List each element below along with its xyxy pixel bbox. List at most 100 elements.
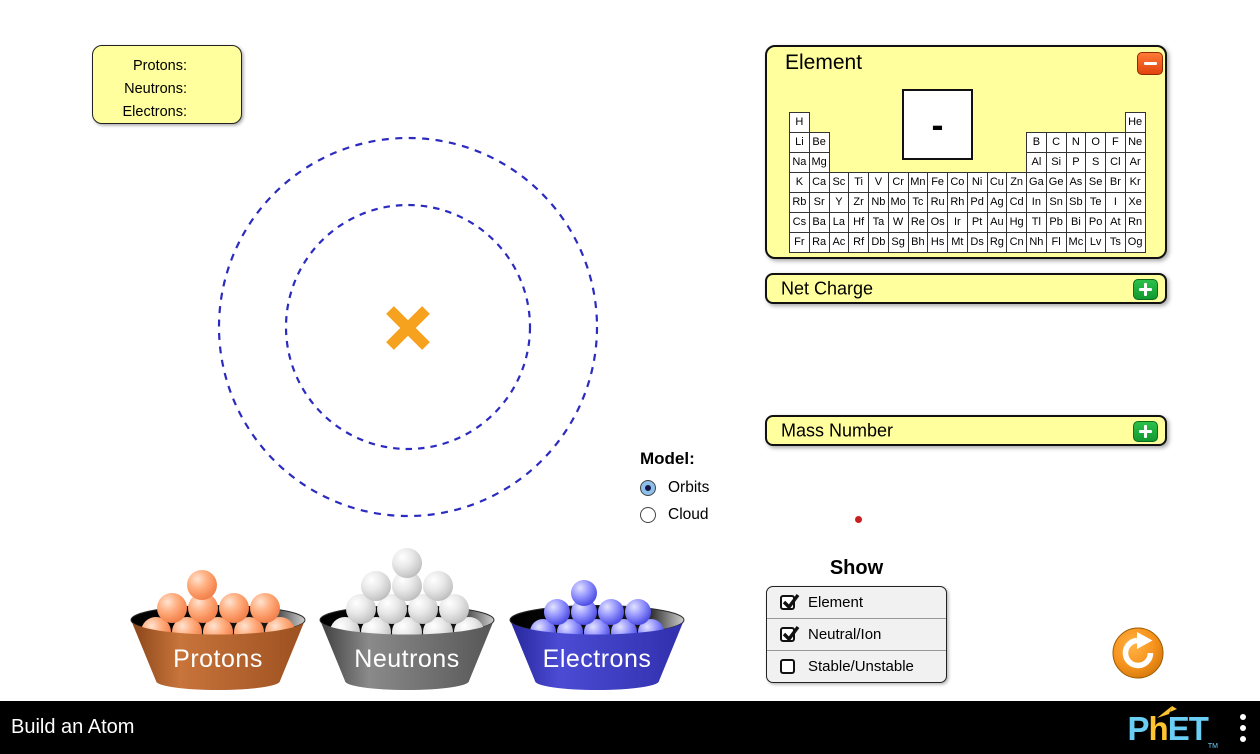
nucleus-x-marker	[386, 306, 430, 350]
element-cell-N: N	[1065, 132, 1087, 153]
element-cell-Co: Co	[947, 172, 968, 193]
net-charge-title: Net Charge	[781, 278, 874, 298]
element-cell-S: S	[1085, 152, 1106, 173]
checkbox-icon	[780, 593, 800, 610]
element-cell-Sn: Sn	[1045, 192, 1067, 213]
element-cell-Ag: Ag	[986, 192, 1008, 213]
show-option-neutral-ion[interactable]: Neutral/Ion	[767, 619, 946, 651]
element-cell-W: W	[887, 212, 909, 233]
red-dot-marker	[855, 516, 862, 523]
element-cell-Ni: Ni	[966, 172, 988, 193]
element-cell-Li: Li	[789, 132, 810, 153]
element-cell-Mc: Mc	[1065, 232, 1087, 253]
check-icon	[782, 625, 800, 642]
cloud-radio-label: Cloud	[668, 506, 709, 523]
element-cell-Cl: Cl	[1105, 152, 1126, 173]
element-cell-Na: Na	[789, 152, 810, 173]
element-cell-Hf: Hf	[848, 212, 869, 233]
proton-particle[interactable]	[187, 570, 217, 600]
element-cell-La: La	[828, 212, 850, 233]
show-options-panel: Element Neutral/Ion Stable/Unstable	[766, 586, 947, 683]
element-cell-Ts: Ts	[1105, 232, 1126, 253]
element-cell-Ge: Ge	[1045, 172, 1067, 193]
element-cell-Ac: Ac	[828, 232, 850, 253]
radio-button-icon	[640, 480, 656, 496]
element-cell-Nh: Nh	[1026, 232, 1047, 253]
bucket-front	[131, 620, 305, 690]
protons-count-label: Protons:	[133, 58, 187, 74]
element-cell-Hs: Hs	[927, 232, 948, 253]
show-option-element[interactable]: Element	[767, 587, 946, 619]
electrons-count-label: Electrons:	[122, 104, 187, 120]
element-cell-Mt: Mt	[947, 232, 968, 253]
collapse-element-button[interactable]	[1137, 52, 1163, 75]
element-cell-V: V	[868, 172, 889, 193]
element-cell-Ru: Ru	[927, 192, 948, 213]
element-cell-Bh: Bh	[907, 232, 929, 253]
element-cell-Ca: Ca	[808, 172, 830, 193]
electron-particle[interactable]	[571, 580, 597, 606]
element-cell-I: I	[1105, 192, 1126, 213]
element-panel-title: Element	[785, 51, 863, 74]
element-cell-Ne: Ne	[1124, 132, 1146, 153]
element-cell-O: O	[1085, 132, 1106, 153]
element-cell-Au: Au	[986, 212, 1008, 233]
element-cell-Sc: Sc	[828, 172, 850, 193]
element-cell-Br: Br	[1105, 172, 1126, 193]
model-option-orbits[interactable]: Orbits	[640, 478, 709, 498]
element-cell-Ds: Ds	[966, 232, 988, 253]
electron-particle[interactable]	[543, 599, 570, 625]
element-cell-Cs: Cs	[789, 212, 810, 233]
element-cell-Ga: Ga	[1026, 172, 1047, 193]
expand-net-charge-button[interactable]	[1133, 279, 1158, 300]
phet-logo[interactable]: PhETTM	[1128, 706, 1218, 751]
kebab-menu-icon[interactable]	[1240, 713, 1246, 742]
show-option-stable-unstable[interactable]: Stable/Unstable	[767, 651, 946, 682]
stable-unstable-checkbox-label: Stable/Unstable	[808, 658, 914, 675]
element-cell-Db: Db	[868, 232, 889, 253]
inner-orbit-ring	[284, 203, 532, 451]
proton-particle[interactable]	[218, 593, 249, 623]
element-cell-He: He	[1124, 112, 1146, 133]
element-cell-Sg: Sg	[887, 232, 909, 253]
proton-particle[interactable]	[249, 593, 280, 623]
element-cell-Pt: Pt	[966, 212, 988, 233]
electron-particle[interactable]	[624, 599, 651, 625]
element-cell-Al: Al	[1026, 152, 1047, 173]
bucket-label: Electrons	[542, 645, 652, 673]
element-cell-Os: Os	[927, 212, 948, 233]
element-cell-K: K	[789, 172, 810, 193]
bucket-front	[510, 620, 684, 690]
element-cell-Rh: Rh	[947, 192, 968, 213]
element-cell-Be: Be	[808, 132, 830, 153]
expand-mass-number-button[interactable]	[1133, 421, 1158, 442]
element-cell-Zn: Zn	[1006, 172, 1027, 193]
electron-particle[interactable]	[597, 599, 624, 625]
particle-counts-panel: Protons: Neutrons: Electrons:	[92, 45, 242, 124]
element-cell-P: P	[1065, 152, 1087, 173]
reset-all-button[interactable]	[1112, 627, 1164, 679]
element-cell-Ra: Ra	[808, 232, 830, 253]
bucket-neutrons: Neutrons	[317, 548, 497, 695]
element-cell-Ti: Ti	[848, 172, 869, 193]
element-cell-Tc: Tc	[907, 192, 929, 213]
bucket-label: Protons	[173, 645, 263, 673]
model-option-cloud[interactable]: Cloud	[640, 505, 709, 525]
element-cell-Xe: Xe	[1124, 192, 1146, 213]
element-cell-Sr: Sr	[808, 192, 830, 213]
element-cell-Cu: Cu	[986, 172, 1008, 193]
neutron-particle[interactable]	[361, 571, 391, 601]
checkbox-icon	[780, 625, 800, 642]
orbits-radio-label: Orbits	[668, 479, 710, 496]
element-cell-Se: Se	[1085, 172, 1106, 193]
neutron-particle[interactable]	[423, 571, 453, 601]
element-cell-Cn: Cn	[1006, 232, 1027, 253]
element-cell-C: C	[1045, 132, 1067, 153]
element-cell-Te: Te	[1085, 192, 1106, 213]
element-cell-Tl: Tl	[1026, 212, 1047, 233]
neutron-particle[interactable]	[392, 548, 422, 578]
element-cell-As: As	[1065, 172, 1087, 193]
proton-particle[interactable]	[156, 593, 187, 623]
